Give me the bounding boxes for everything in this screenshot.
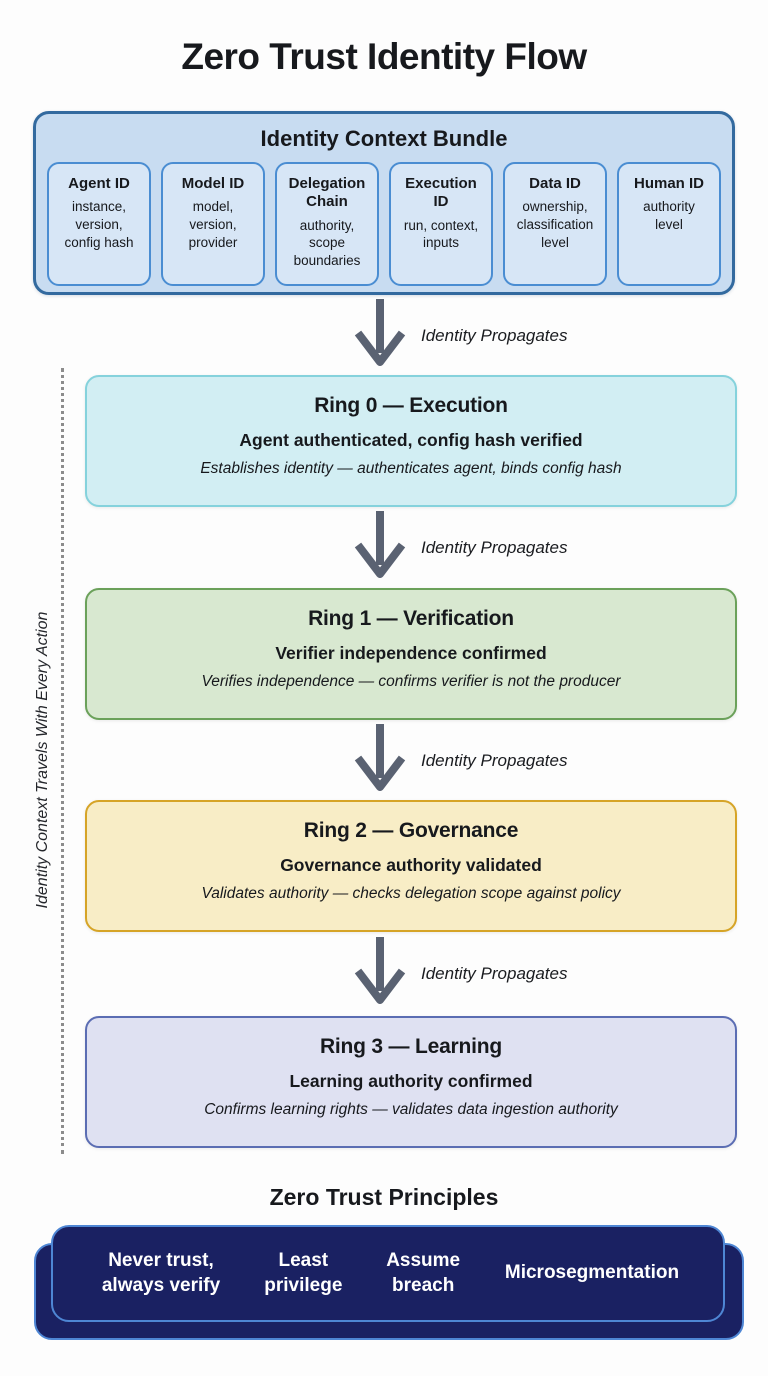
ring-detail: Validates authority — checks delegation … <box>201 885 621 902</box>
arrow-label: Identity Propagates <box>421 751 568 770</box>
arrow-label: Identity Propagates <box>421 964 568 983</box>
dotted-rail <box>61 368 64 1154</box>
ring-1-verification: Ring 1 — Verification Verifier independe… <box>85 588 737 720</box>
arrow-label: Identity Propagates <box>421 326 568 345</box>
principle-item: Never trust, always verify <box>101 1250 221 1296</box>
card-title: Delegation Chain <box>288 175 366 211</box>
ring-2-governance: Ring 2 — Governance Governance authority… <box>85 800 737 932</box>
bundle-title: Identity Context Bundle <box>260 126 508 151</box>
card-desc: ownership, classification level <box>516 199 594 250</box>
ring-0-execution: Ring 0 — Execution Agent authenticated, … <box>85 375 737 507</box>
card-desc: instance, version, config hash <box>64 199 134 250</box>
down-arrow-icon <box>348 935 412 1009</box>
card-desc: authority, scope boundaries <box>293 217 361 269</box>
ring-title: Ring 3 — Learning <box>319 1035 503 1058</box>
ring-detail: Verifies independence — confirms verifie… <box>201 673 621 690</box>
down-arrow-icon <box>348 722 412 796</box>
card-desc: authority level <box>643 199 695 233</box>
page-title: Zero Trust Identity Flow <box>181 36 587 77</box>
principle-item: Microsegmentation <box>504 1262 680 1284</box>
ring-subtitle: Learning authority confirmed <box>289 1071 533 1091</box>
ring-subtitle: Agent authenticated, config hash verifie… <box>239 430 583 450</box>
card-model-id: Model ID model, version, provider <box>161 162 265 286</box>
ring-title: Ring 2 — Governance <box>303 819 519 842</box>
card-title: Agent ID <box>68 175 130 192</box>
ring-3-learning: Ring 3 — Learning Learning authority con… <box>85 1016 737 1148</box>
principles-panel: Never trust, always verify Least privile… <box>51 1225 725 1322</box>
ring-subtitle: Governance authority validated <box>280 855 542 875</box>
card-execution-id: Execution ID run, context, inputs <box>389 162 493 286</box>
card-human-id: Human ID authority level <box>617 162 721 286</box>
principle-item: Least privilege <box>264 1250 343 1296</box>
card-title: Data ID <box>529 175 581 192</box>
card-desc: model, version, provider <box>188 199 238 250</box>
arrow-label: Identity Propagates <box>421 538 568 557</box>
identity-context-bundle: Identity Context Bundle Agent ID instanc… <box>33 111 735 295</box>
card-title: Execution ID <box>405 175 477 211</box>
down-arrow-icon <box>348 509 412 583</box>
card-delegation-chain: Delegation Chain authority, scope bounda… <box>275 162 379 286</box>
bundle-cards-row: Agent ID instance, version, config hash … <box>36 162 732 286</box>
card-agent-id: Agent ID instance, version, config hash <box>47 162 151 286</box>
card-title: Model ID <box>181 175 245 192</box>
ring-detail: Confirms learning rights — validates dat… <box>204 1101 618 1118</box>
principle-item: Assume breach <box>386 1250 461 1296</box>
ring-subtitle: Verifier independence confirmed <box>275 643 547 663</box>
side-rail-label: Identity Context Travels With Every Acti… <box>34 611 51 909</box>
down-arrow-icon <box>348 297 412 371</box>
ring-detail: Establishes identity — authenticates age… <box>200 460 622 477</box>
card-data-id: Data ID ownership, classification level <box>503 162 607 286</box>
card-title: Human ID <box>633 175 704 192</box>
card-desc: run, context, inputs <box>403 217 479 251</box>
principles-heading: Zero Trust Principles <box>269 1184 499 1210</box>
ring-title: Ring 1 — Verification <box>308 607 514 630</box>
ring-title: Ring 0 — Execution <box>314 394 508 417</box>
